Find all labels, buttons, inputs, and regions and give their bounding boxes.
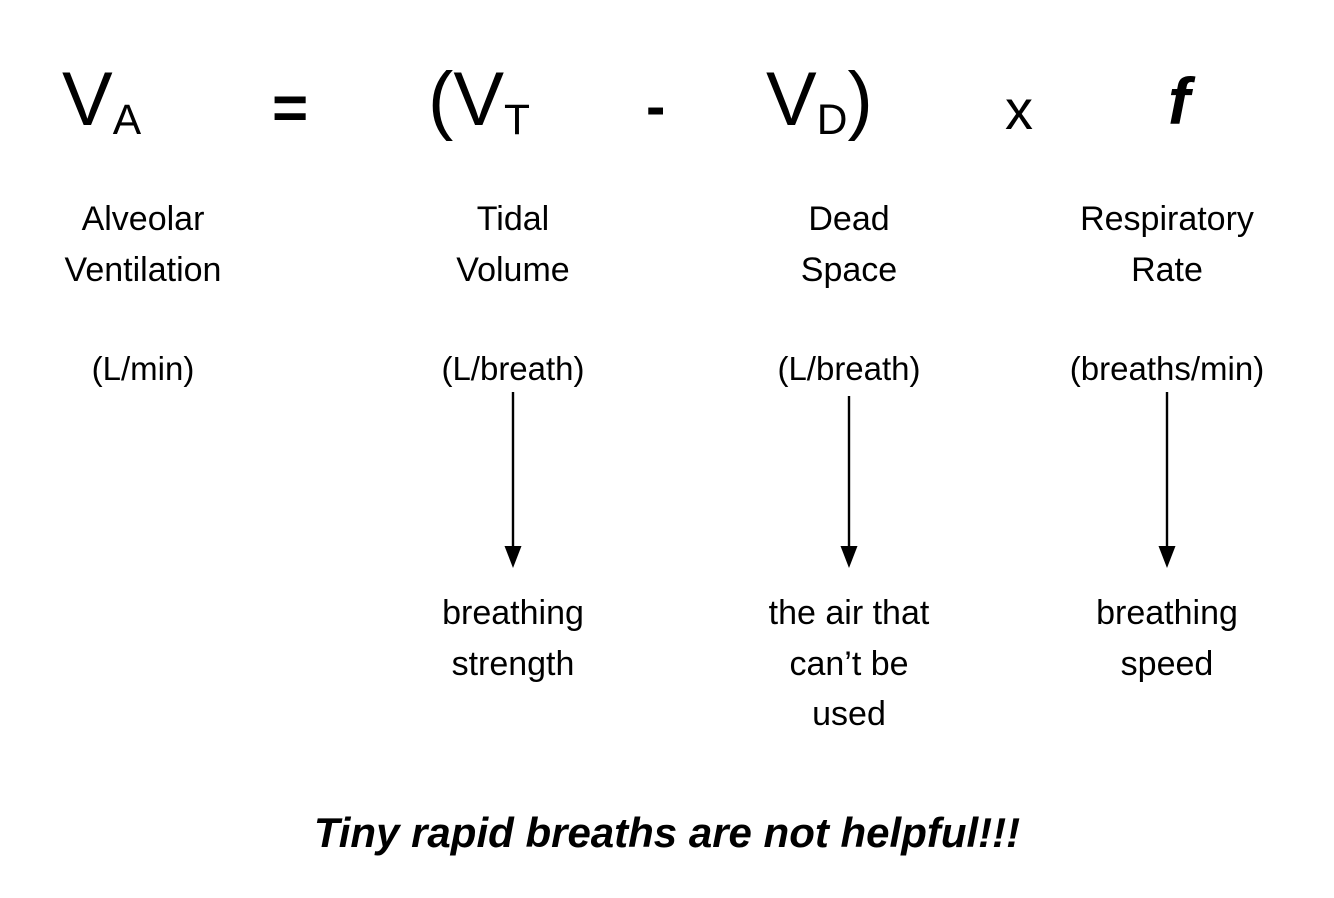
column-note-respiratory-rate: breathing speed [1096,594,1238,683]
symbol-v-t-subscript: T [504,96,531,145]
column-units-alveolar-ventilation: (L/min) [91,350,195,387]
down-arrow-icon-respiratory-rate [1158,392,1176,568]
column-note-dead-space: the air that can’t be used [768,594,930,734]
column-name-respiratory-rate: Respiratory Rate [1080,200,1254,289]
operator-multiply: x [1005,78,1033,141]
takeaway-caption: Tiny rapid breaths are not helpful!!! [313,809,1021,856]
operator-equals: = [272,74,309,143]
column-units-dead-space: (L/breath) [777,350,921,387]
down-arrow-icon-tidal-volume [504,392,522,568]
column-units-respiratory-rate: (breaths/min) [1069,350,1265,387]
close-paren: ) [847,57,873,142]
term-frequency: f [1168,64,1190,138]
column-units-tidal-volume: (L/breath) [441,350,585,387]
symbol-v-a-subscript: A [112,96,142,145]
symbol-v-t-base: V [453,57,505,142]
column-name-tidal-volume: Tidal Volume [456,200,570,289]
column-name-dead-space: Dead Space [800,200,898,289]
symbol-v-d-base: V [766,57,817,142]
column-name-alveolar-ventilation: Alveolar Ventilation [64,200,222,289]
symbol-v-d-subscript: D [816,96,848,145]
term-tidal-volume: (VT [428,62,530,142]
down-arrow-icon-dead-space [840,396,858,568]
symbol-v-a-base: V [62,57,113,142]
column-note-tidal-volume: breathing strength [442,594,584,683]
operator-minus: - [646,74,666,139]
term-alveolar-ventilation: VA [62,62,141,142]
term-dead-space: VD) [766,62,873,142]
open-paren: ( [428,57,454,142]
